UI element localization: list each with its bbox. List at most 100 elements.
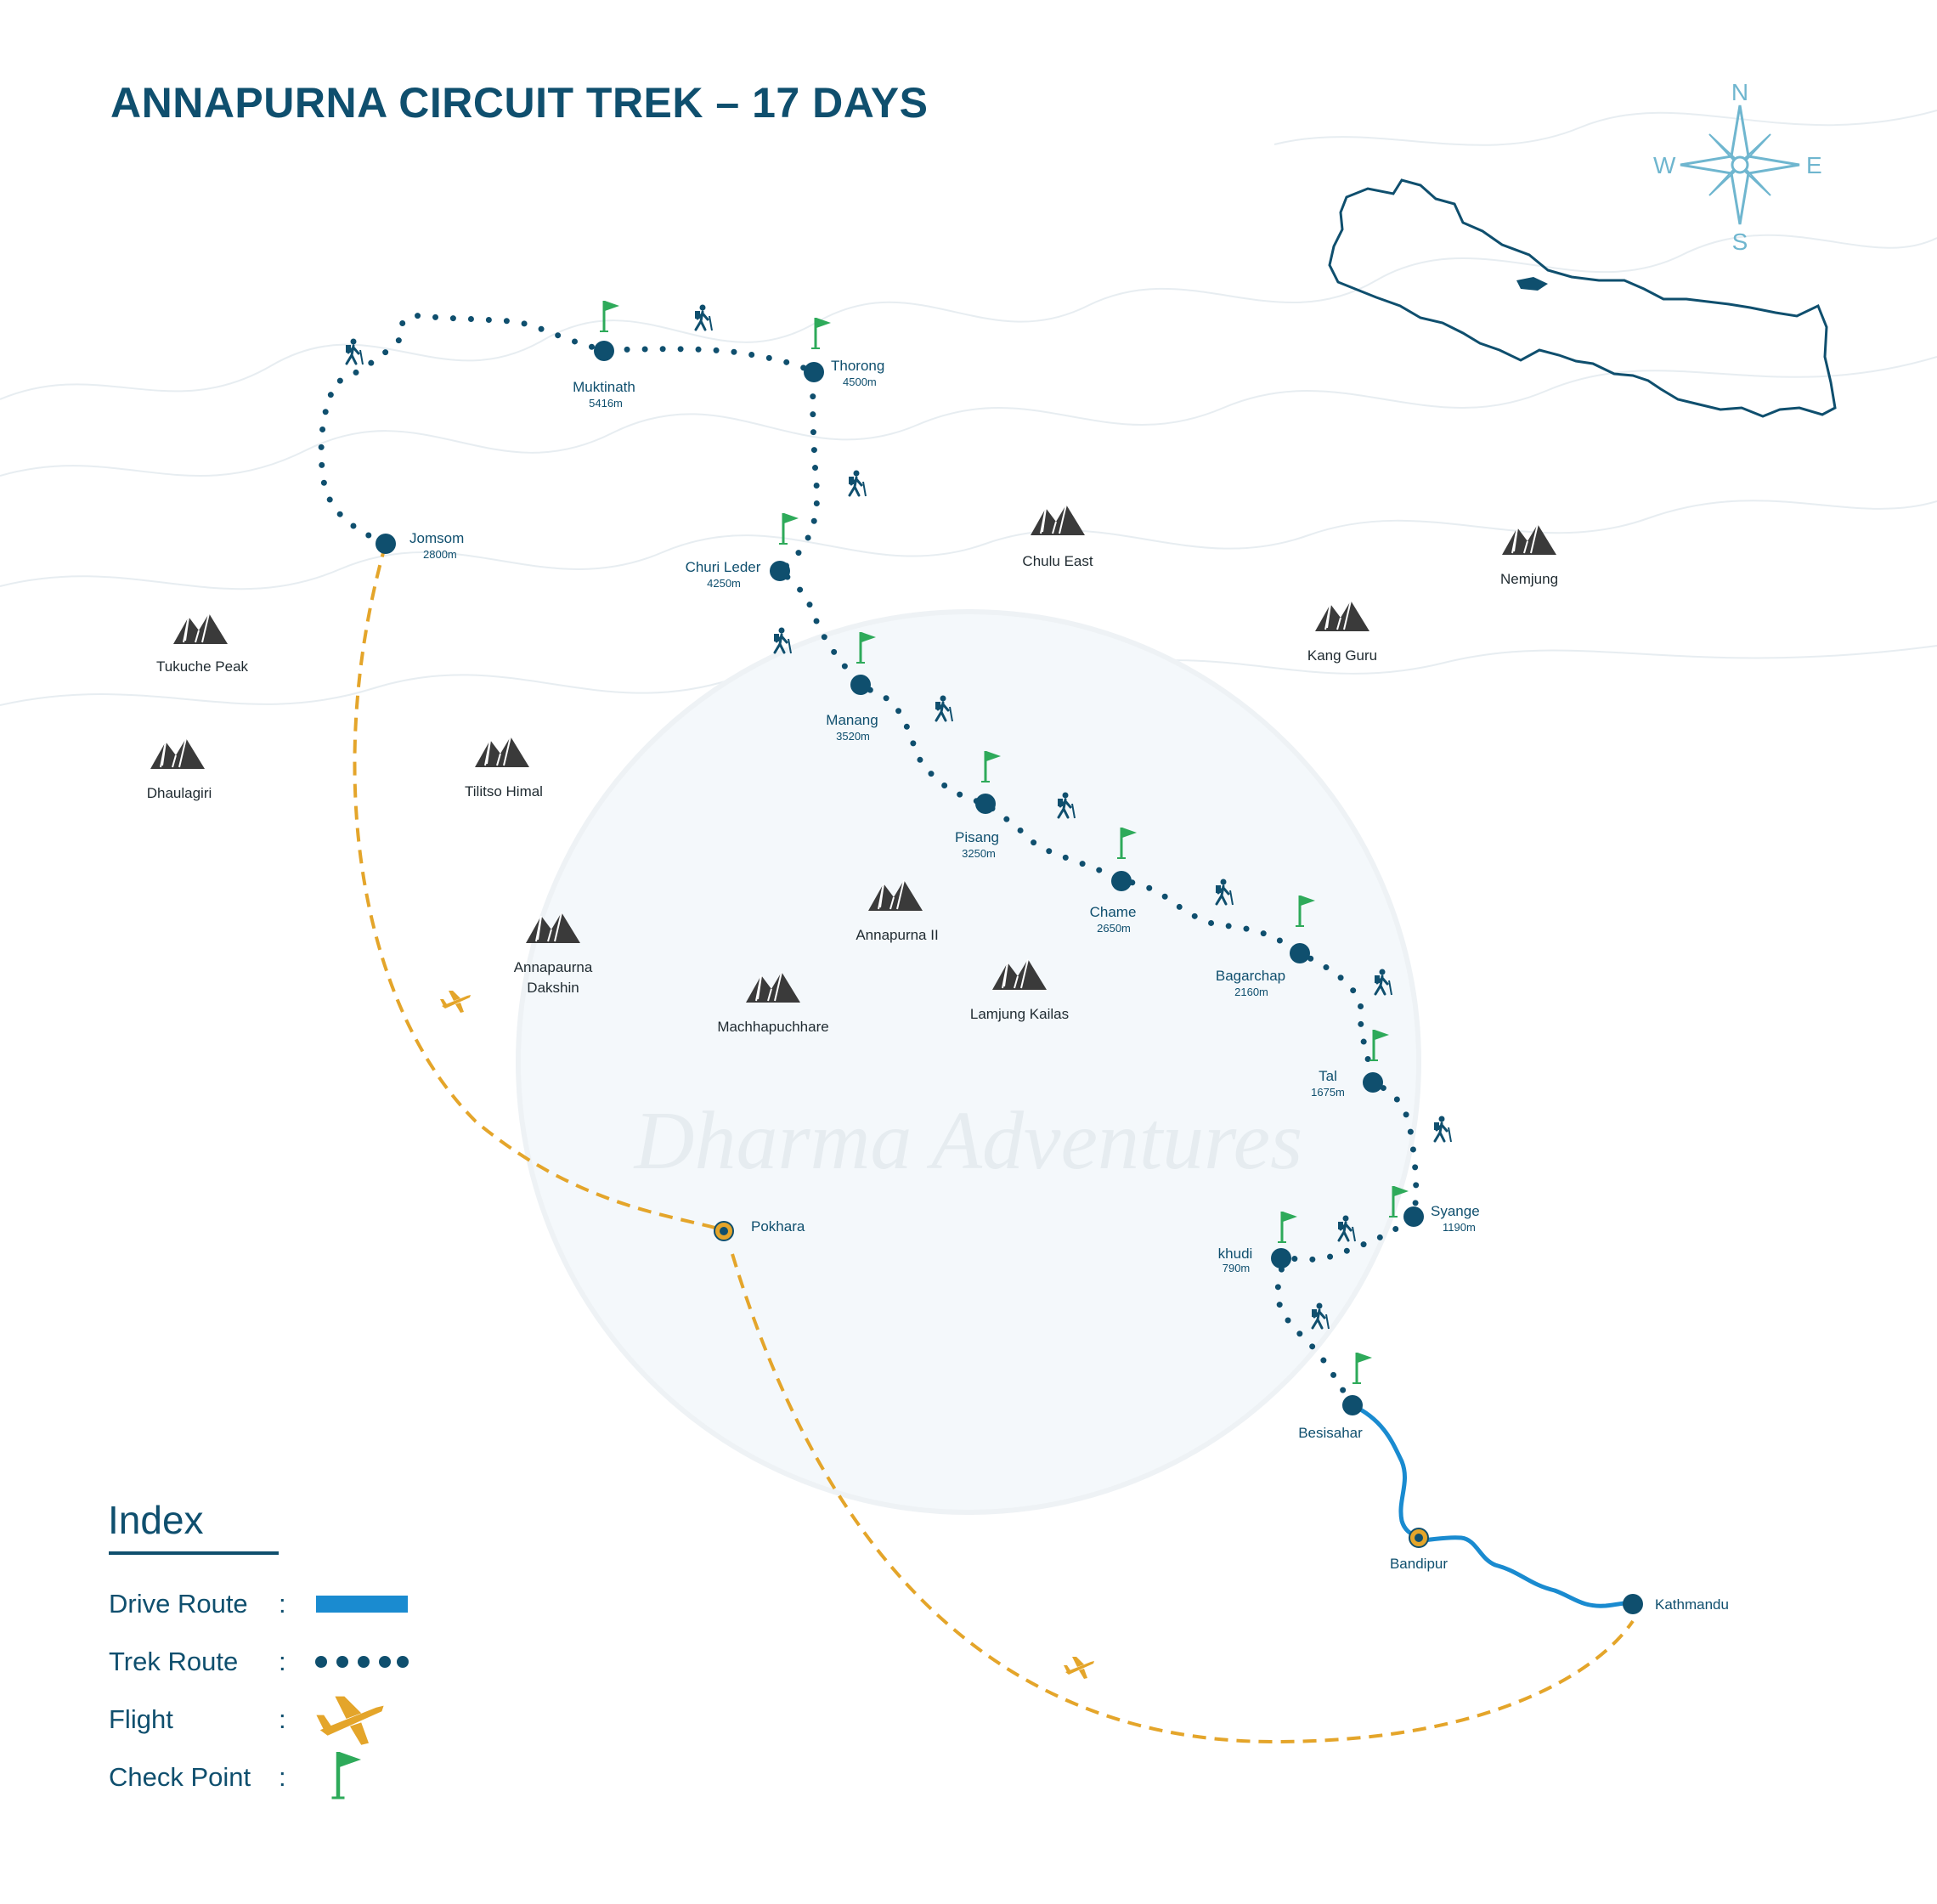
index-title: Index (108, 1498, 204, 1542)
town-chame: Chame 2650m (1090, 871, 1137, 935)
town-kathmandu: Kathmandu (1623, 1594, 1729, 1614)
svg-text:Machhapuchhare: Machhapuchhare (717, 1019, 828, 1035)
svg-text:Pisang: Pisang (955, 829, 999, 845)
flight-pokhara-kathmandu (731, 1253, 1635, 1744)
peak: Tilitso Himal (465, 736, 543, 799)
legend-label: Trek Route (109, 1647, 239, 1676)
svg-text:Muktinath: Muktinath (573, 379, 635, 395)
peak: Machhapuchhare (717, 971, 829, 1035)
town-muktinath: Muktinath 5416m (573, 341, 635, 410)
town-syange: Syange 1190m (1403, 1203, 1480, 1234)
peak: Chulu East (1022, 504, 1093, 569)
town-bandipur: Bandipur (1390, 1528, 1448, 1572)
legend-plane-icon (316, 1696, 384, 1745)
flight-routes (353, 543, 1635, 1744)
svg-text:4250m: 4250m (707, 577, 741, 590)
svg-text:Churi Leder: Churi Leder (686, 559, 761, 575)
town-thorong: Thorong 4500m (804, 358, 884, 388)
nepal-outline (1328, 178, 1837, 418)
compass-south: S (1732, 229, 1748, 255)
svg-text:khudi: khudi (1218, 1246, 1253, 1262)
legend-symbols (315, 1596, 409, 1798)
watermark: Dharma Adventures (516, 609, 1421, 1515)
plane-icon (440, 991, 471, 1013)
flight-jomsom-pokhara (353, 543, 726, 1232)
svg-text:790m: 790m (1223, 1262, 1251, 1274)
svg-text:Syange: Syange (1431, 1203, 1480, 1219)
svg-text:1675m: 1675m (1311, 1086, 1345, 1099)
nepal-lake (1516, 277, 1548, 291)
legend-trek-swatch (315, 1656, 409, 1668)
svg-text:Besisahar: Besisahar (1298, 1425, 1363, 1441)
legend-drive-swatch (316, 1596, 408, 1613)
town-khudi: khudi 790m (1218, 1246, 1291, 1274)
compass-north: N (1731, 79, 1748, 105)
town-churi-leder: Churi Leder 4250m (686, 559, 790, 590)
legend-flag-icon (332, 1752, 362, 1798)
svg-text:2800m: 2800m (423, 548, 457, 561)
svg-text:Chame: Chame (1090, 904, 1137, 920)
trek-route (318, 313, 1420, 1409)
page-title: ANNAPURNA CIRCUIT TREK – 17 DAYS (110, 79, 929, 127)
legend-colon: : (279, 1704, 286, 1734)
legend-colon: : (279, 1589, 286, 1619)
svg-text:2650m: 2650m (1097, 922, 1131, 935)
svg-text:Dakshin: Dakshin (527, 980, 579, 996)
svg-text:Annapaurna: Annapaurna (514, 959, 593, 975)
svg-text:5416m: 5416m (589, 397, 623, 410)
svg-text:Dhaulagiri: Dhaulagiri (147, 785, 212, 801)
svg-text:Chulu East: Chulu East (1022, 553, 1093, 569)
drive-route (1351, 1403, 1634, 1608)
svg-text:4500m: 4500m (843, 376, 877, 388)
legend-colon: : (279, 1647, 286, 1676)
svg-text:Pokhara: Pokhara (751, 1218, 805, 1234)
svg-text:Bagarchap: Bagarchap (1216, 968, 1285, 984)
town-pisang: Pisang 3250m (955, 794, 999, 860)
peak: Kang Guru (1307, 600, 1377, 664)
svg-text:Tilitso Himal: Tilitso Himal (465, 783, 543, 799)
legend-trek-route: Trek Route: (109, 1647, 296, 1677)
background-contours (0, 110, 1937, 706)
legend-label: Flight (109, 1704, 173, 1734)
svg-text:Kang Guru: Kang Guru (1307, 647, 1377, 664)
legend-check-point: Check Point: (109, 1762, 296, 1793)
peak: Annapaurna Dakshin (514, 912, 593, 996)
town-besisahar: Besisahar (1298, 1395, 1363, 1441)
compass-east: E (1806, 152, 1822, 178)
svg-text:Thorong: Thorong (831, 358, 884, 374)
peak: Dhaulagiri (147, 737, 212, 801)
towns: Muktinath 5416m Thorong 4500m Jomsom 280… (376, 341, 1729, 1614)
compass-west: W (1653, 152, 1676, 178)
legend-label: Drive Route (109, 1589, 248, 1619)
watermark-text: Dharma Adventures (633, 1095, 1303, 1187)
town-bagarchap: Bagarchap 2160m (1216, 943, 1310, 998)
town-pokhara: Pokhara (714, 1218, 805, 1241)
svg-text:Nemjung: Nemjung (1500, 571, 1558, 587)
svg-text:Jomsom: Jomsom (409, 530, 464, 546)
svg-text:Tukuche Peak: Tukuche Peak (156, 658, 249, 675)
compass: N S E W (1653, 79, 1822, 255)
svg-text:2160m: 2160m (1234, 986, 1268, 998)
peak: Lamjung Kailas (970, 958, 1069, 1022)
svg-text:Manang: Manang (826, 712, 878, 728)
town-tal: Tal 1675m (1311, 1068, 1383, 1099)
svg-text:Lamjung Kailas: Lamjung Kailas (970, 1006, 1069, 1022)
legend-flight: Flight: (109, 1704, 296, 1735)
svg-text:Kathmandu: Kathmandu (1655, 1596, 1729, 1613)
peak: Annapurna II (856, 879, 939, 943)
town-manang: Manang 3520m (826, 675, 878, 743)
plane-icon (1064, 1657, 1094, 1679)
svg-text:Bandipur: Bandipur (1390, 1556, 1448, 1572)
town-jomsom: Jomsom 2800m (376, 530, 464, 561)
legend-drive-route: Drive Route: (109, 1589, 296, 1619)
legend-colon: : (279, 1762, 286, 1792)
peaks: Tukuche Peak Dhaulagiri Tilitso Himal An… (147, 504, 1558, 1035)
svg-text:3520m: 3520m (836, 730, 870, 743)
peak: Tukuche Peak (156, 613, 249, 675)
svg-text:3250m: 3250m (962, 847, 996, 860)
legend-label: Check Point (109, 1762, 251, 1792)
svg-text:Tal: Tal (1319, 1068, 1337, 1084)
svg-text:1190m: 1190m (1443, 1221, 1476, 1234)
svg-text:Annapurna II: Annapurna II (856, 927, 938, 943)
